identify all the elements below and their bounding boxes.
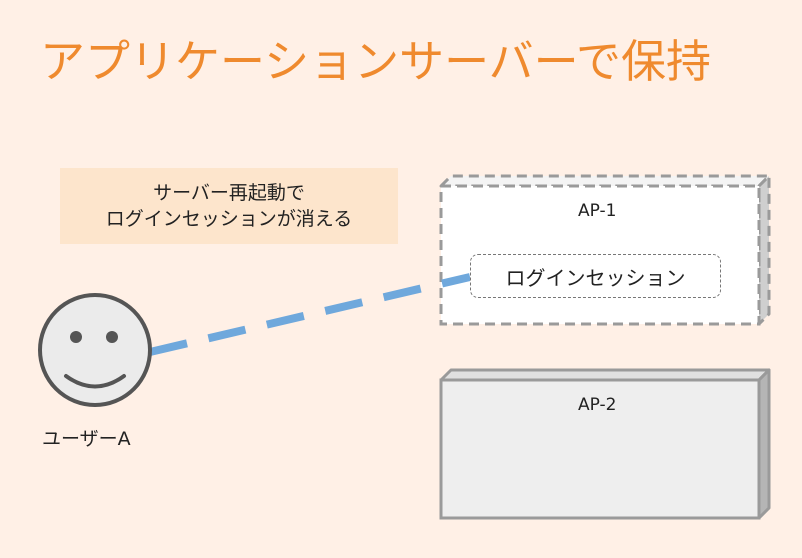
server-ap-2 <box>439 368 771 520</box>
login-session-label: ログインセッション <box>505 265 686 290</box>
note-line-1: サーバー再起動で <box>153 182 305 204</box>
note-callout: サーバー再起動で ログインセッションが消える <box>60 168 398 244</box>
server-ap-2-front-face <box>439 378 761 520</box>
server-ap-1-label: AP-1 <box>578 201 617 221</box>
server-ap-1 <box>439 174 771 326</box>
login-session-box: ログインセッション <box>470 254 721 298</box>
user-label: ユーザーA <box>42 428 131 450</box>
smiley-face-icon <box>38 293 152 407</box>
smile-mouth <box>64 374 126 389</box>
page-title: アプリケーションサーバーで保持 <box>40 35 711 88</box>
note-line-2: ログインセッションが消える <box>105 208 353 230</box>
server-ap-2-label: AP-2 <box>578 395 617 415</box>
user-session-connector <box>149 273 471 356</box>
left-eye <box>70 331 82 343</box>
right-eye <box>106 331 118 343</box>
